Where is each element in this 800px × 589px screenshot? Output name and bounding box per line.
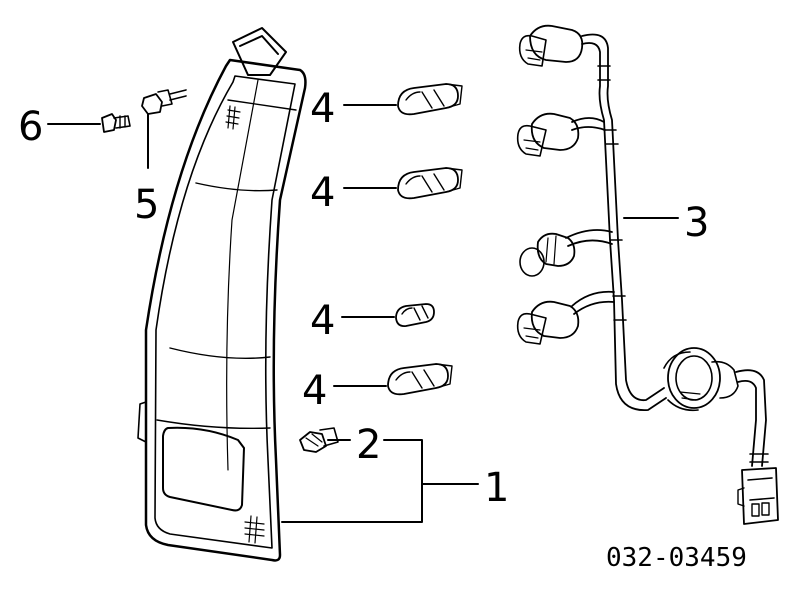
bulb-3 <box>395 303 435 327</box>
bulb-1 <box>397 83 463 116</box>
harness-connector-2 <box>516 112 580 157</box>
harness-grommet <box>663 347 739 412</box>
bulb-4 <box>387 363 453 396</box>
callout-2: 2 <box>356 422 381 468</box>
tail-lamp-assembly <box>137 27 307 562</box>
harness-end-connector <box>737 467 779 525</box>
callout-4-bulb-1: 4 <box>310 86 335 132</box>
bulb-2 <box>397 167 463 200</box>
callout-3: 3 <box>684 200 709 246</box>
callout-5: 5 <box>134 182 159 228</box>
leader-line-2-bracket <box>281 439 423 523</box>
hatch-mark-top <box>225 105 241 130</box>
harness-connector-3 <box>519 232 576 277</box>
screw-part <box>141 89 187 115</box>
callout-1: 1 <box>484 465 509 511</box>
wire-harness <box>516 24 779 525</box>
harness-connector-4 <box>516 300 580 345</box>
callout-4-bulb-4: 4 <box>302 368 327 414</box>
callout-4-bulb-2: 4 <box>310 170 335 216</box>
diagram-part-number: 032-03459 <box>606 543 747 573</box>
callout-4-bulb-3: 4 <box>310 298 335 344</box>
callout-6: 6 <box>18 104 43 150</box>
socket-part <box>299 427 339 453</box>
hatch-mark-bottom <box>244 515 265 544</box>
harness-connector-1 <box>518 24 584 67</box>
clip-part <box>101 113 131 133</box>
